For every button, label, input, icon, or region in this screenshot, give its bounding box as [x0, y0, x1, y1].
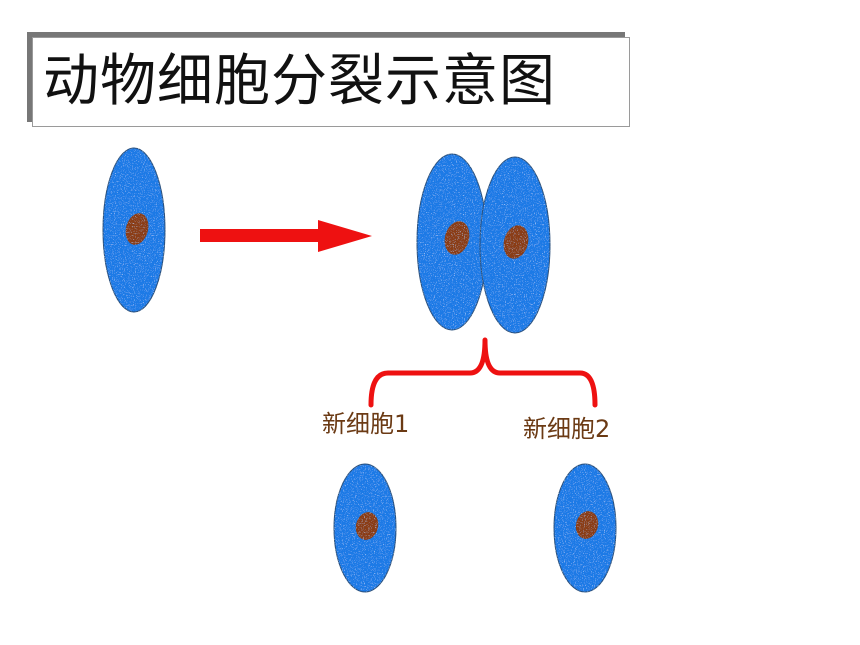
title-box: 动物细胞分裂示意图: [32, 37, 630, 127]
dividing-cell-left-nucleus: [444, 221, 470, 255]
dividing-cell: [416, 153, 551, 334]
new-cell-1-label: 新细胞1: [322, 410, 410, 438]
new-cell-2-nucleus: [575, 511, 599, 539]
division-arrow-head: [318, 220, 372, 252]
new-cell-1: [333, 463, 397, 593]
new-cell-2-label: 新细胞2: [523, 415, 611, 443]
division-arrow-shaft: [200, 229, 325, 242]
new-cell-2: [553, 463, 617, 593]
diagram-title: 动物细胞分裂示意图: [43, 49, 556, 114]
division-arrow: [200, 220, 372, 252]
dividing-cell-right-nucleus: [503, 225, 529, 259]
parent-cell: [102, 147, 166, 313]
parent-cell-nucleus: [125, 213, 149, 245]
new-cell-1-nucleus: [355, 512, 379, 540]
curly-brace: [368, 337, 598, 408]
